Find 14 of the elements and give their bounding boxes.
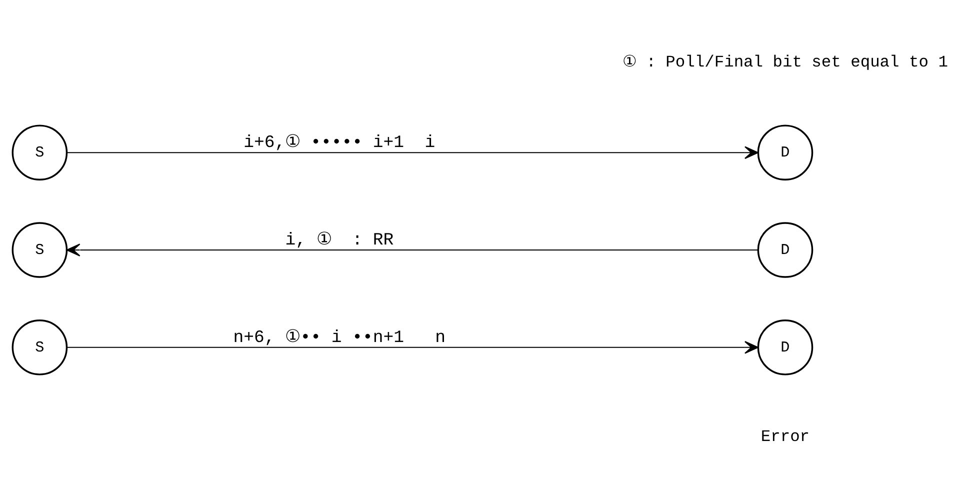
node-circle: S [12, 222, 68, 278]
edge-label: i, ① : RR [285, 231, 394, 250]
node-circle: S [12, 124, 68, 181]
node-circle: D [757, 222, 814, 278]
label: ① : Poll/Final bit set equal to 1 [622, 52, 948, 72]
arrow [66, 341, 758, 354]
edge-label: i+6,① ••••• i+1 i [244, 134, 436, 153]
node-circle: D [757, 124, 814, 181]
label: Error [760, 426, 810, 446]
node-circle: D [757, 319, 814, 376]
edge-label: n+6, ①•• i ••n+1 n [233, 328, 446, 348]
arrow [66, 146, 758, 159]
arrow [66, 244, 758, 256]
node-circle: S [12, 319, 68, 376]
